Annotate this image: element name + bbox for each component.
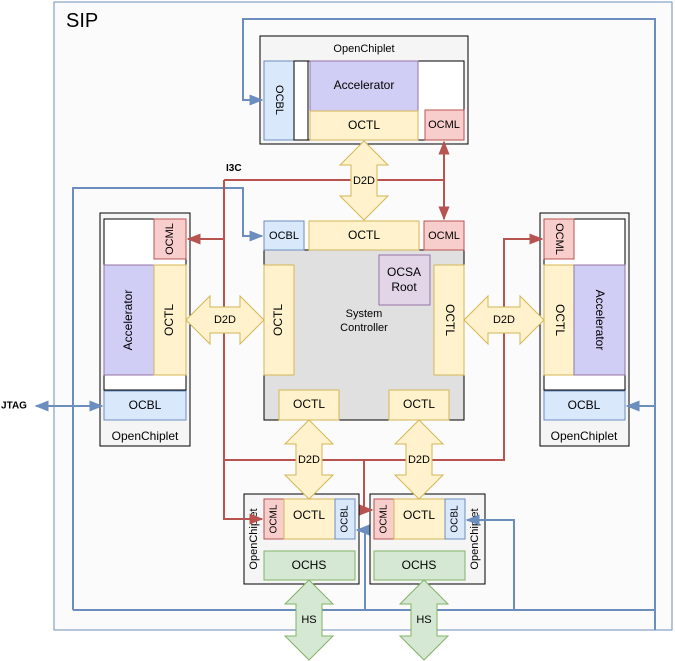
i3c-label: I3C [226,163,242,174]
d2d-label-right: D2D [493,314,515,326]
ocbl-bottom-right [444,498,466,540]
d2d-label-bottom-left: D2D [298,454,320,466]
system-controller-line1: System [346,308,383,320]
ocbl-left-label: OCBL [129,398,162,412]
openchiplet-bottom-right-label: OpenChiplet [469,508,481,569]
ochs-bottom-left [263,550,356,581]
accelerator-right-label: Accelerator [593,290,607,351]
ocsa-root [378,254,431,306]
i3c-line-bottom-right-ocml [359,460,374,516]
hs-arrow-right [398,579,450,661]
ocml-top-label: OCML [428,119,460,131]
octl-controller-top-label: OCTL [348,228,380,242]
ocbl-controller-label: OCBL [269,230,299,242]
ocbl-controller [263,220,305,251]
hs-label-left: HS [301,614,316,626]
hs-arrow-left [283,579,335,661]
ocml-controller [423,220,465,251]
d2d-arrow-right [463,294,545,346]
octl-bottom-right-label: OCTL [403,508,435,522]
ocml-left-label: OCML [164,223,176,255]
ocml-bottom-left-label: OCML [269,504,280,533]
ocml-top [424,109,465,141]
ocbl-top-label: OCBL [273,85,285,115]
i3c-line-bottom-left-ocml [223,460,264,525]
ocsa-root-line1: OCSA [387,265,421,279]
openchiplet-top: OpenChiplet OCBL Accelerator OCTL OCML [259,35,469,145]
d2d-arrow-top [338,140,390,221]
accelerator-right [573,264,626,376]
openchiplet-bottom-left: OpenChiplet OCML OCTL OCBL OCHS [243,493,360,585]
ocbl-bottom-left [334,498,356,540]
ocbl-bottom-right-label: OCBL [450,505,461,533]
d2d-arrow-bottom-left [283,419,335,500]
ocbl-bottom-left-label: OCBL [340,505,351,533]
ocml-right-label: OCML [553,223,565,255]
ocbl-line-bottom-left-chiplet [355,524,370,610]
octl-bottom-left-label: OCTL [293,508,325,522]
octl-controller-right [433,264,465,376]
octl-left-label: OCTL [162,304,176,336]
ocsa-root-line2: Root [391,280,417,294]
ochs-bottom-right-label: OCHS [402,558,437,572]
ochs-bottom-left-label: OCHS [292,558,327,572]
ocml-left [153,218,187,260]
octl-controller-bottom-left [278,389,340,421]
d2d-label-left: D2D [214,314,236,326]
ocml-i3c-lines [186,140,544,525]
ocbl-line-bottom-right-chiplet [465,514,515,610]
octl-controller-top [308,220,420,251]
openchiplet-left: OCML Accelerator OCTL OCBL OpenChiplet [99,212,191,447]
octl-controller-bottom-left-label: OCTL [293,397,325,411]
openchiplet-left-label: OpenChiplet [112,429,179,443]
hs-links [283,579,450,661]
octl-left [153,264,187,376]
ocbl-right [543,390,626,421]
i3c-line-trunk [223,180,544,461]
octl-top-label: OCTL [348,118,380,132]
d2d-label-bottom-right: D2D [408,454,430,466]
octl-right-label: OCTL [553,304,567,336]
ocml-bottom-right-label: OCML [379,504,390,533]
ocbl-line-controller [72,187,264,610]
d2d-arrow-left [185,294,265,346]
openchiplet-bottom-left-label: OpenChiplet [248,508,260,569]
ocml-controller-label: OCML [428,230,460,242]
ocbl-right-label: OCBL [568,398,601,412]
ocbl-line-top-chiplet [242,18,656,630]
hs-label-right: HS [416,614,431,626]
octl-bottom-left [283,498,336,540]
ocbl-bus-lines [34,18,656,630]
ochs-bottom-right [373,550,466,581]
ocbl-left [103,390,187,421]
openchiplet-right: OCML OCTL Accelerator OCBL OpenChiplet [539,212,630,447]
octl-controller-left-label: OCTL [271,304,285,336]
ocml-right [543,218,575,260]
openchiplet-bottom-right: OpenChiplet OCML OCTL OCBL OCHS [369,493,486,585]
openchiplet-top-label: OpenChiplet [333,43,394,55]
accelerator-left-label: Accelerator [121,290,135,351]
d2d-label-top: D2D [353,175,375,187]
system-controller-line2: Controller [340,322,388,334]
d2d-arrow-bottom-right [393,419,445,500]
sip-title: SIP [66,10,98,32]
octl-controller-bottom-right-label: OCTL [403,397,435,411]
jtag-label: JTAG [1,401,27,412]
d2d-links [185,140,545,500]
system-controller: OCBL OCTL OCML OCTL OCTL OCSA Root Syste… [263,220,465,421]
accelerator-top-label: Accelerator [334,78,395,92]
openchiplet-right-label: OpenChiplet [551,429,618,443]
octl-controller-right-label: OCTL [443,304,457,336]
octl-top [309,110,419,141]
octl-controller-bottom-right [388,389,450,421]
